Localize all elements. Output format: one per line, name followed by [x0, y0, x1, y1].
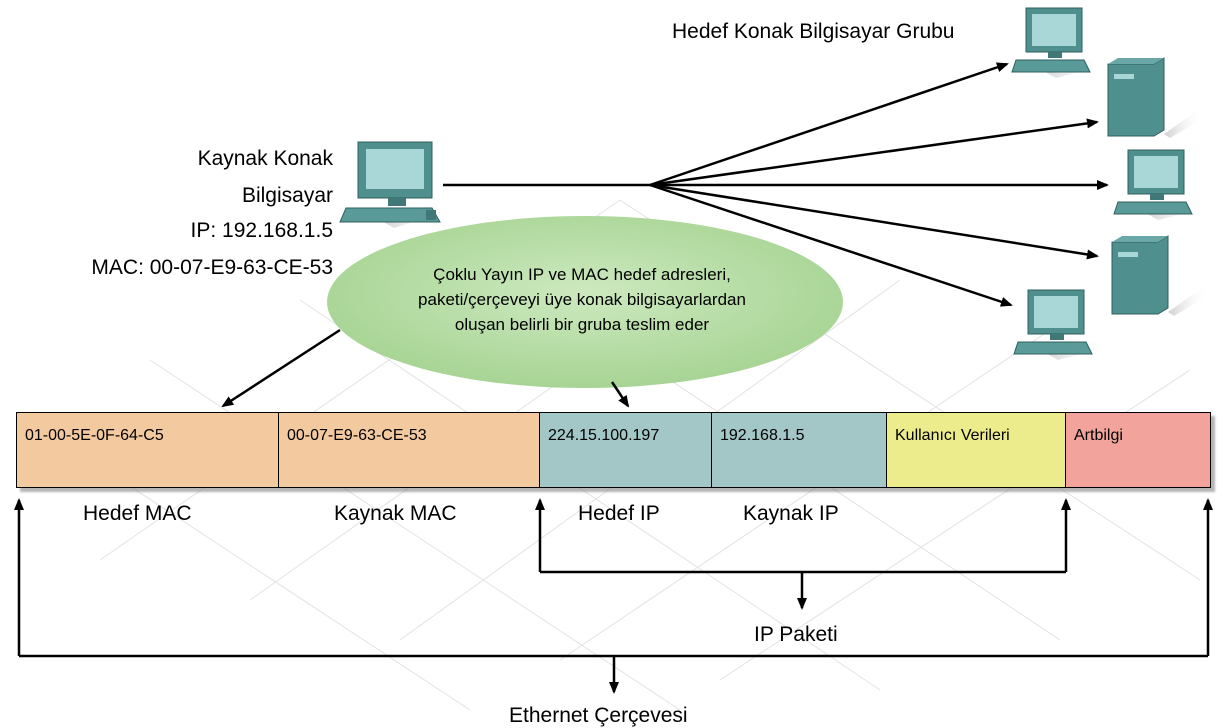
- field-src-ip: 192.168.1.5: [712, 413, 887, 487]
- callout-line-2: paketi/çerçeveyi üye konak bilgisayarlar…: [418, 290, 746, 309]
- source-label-line1: Kaynak Konak: [197, 147, 333, 170]
- ethernet-frame: 01-00-5E-0F-64-C5 00-07-E9-63-CE-53 224.…: [16, 412, 1211, 488]
- ip-packet-label: IP Paketi: [754, 623, 838, 646]
- field-dest-mac: 01-00-5E-0F-64-C5: [17, 413, 279, 487]
- field-src-mac: 00-07-E9-63-CE-53: [279, 413, 540, 487]
- field-trailer: Artbilgi: [1066, 413, 1210, 487]
- target-desktop-icon-1: [1011, 7, 1104, 78]
- callout-text: Çoklu Yayın IP ve MAC hedef adresleri, p…: [352, 262, 812, 337]
- target-server-icon-1: [1107, 57, 1204, 138]
- caption-src-ip: Kaynak IP: [743, 502, 839, 525]
- callout-line-3: oluşan belirli bir gruba teslim eder: [454, 315, 710, 334]
- source-ip: IP: 192.168.1.5: [190, 219, 333, 242]
- ethernet-frame-bracket: [14, 498, 1213, 694]
- callout-line-1: Çoklu Yayın IP ve MAC hedef adresleri,: [433, 265, 731, 284]
- group-label: Hedef Konak Bilgisayar Grubu: [672, 20, 955, 43]
- caption-dest-ip: Hedef IP: [578, 502, 660, 525]
- target-desktop-icon-3: [1013, 289, 1106, 360]
- callout-arrows: [221, 328, 630, 408]
- target-server-icon-2: [1111, 235, 1208, 316]
- source-mac: MAC: 00-07-E9-63-CE-53: [91, 256, 333, 279]
- field-user-data: Kullanıcı Verileri: [887, 413, 1066, 487]
- caption-dest-mac: Hedef MAC: [83, 502, 192, 525]
- source-computer-icon: [339, 141, 450, 228]
- target-desktop-icon-2: [1113, 149, 1206, 220]
- ethernet-frame-label: Ethernet Çerçevesi: [509, 704, 688, 727]
- field-dest-ip: 224.15.100.197: [540, 413, 712, 487]
- source-label-line2: Bilgisayar: [241, 184, 333, 207]
- multicast-links: [443, 62, 1109, 307]
- ip-packet-bracket: [535, 498, 1071, 610]
- caption-src-mac: Kaynak MAC: [334, 502, 457, 525]
- callout-bubble: [327, 216, 843, 388]
